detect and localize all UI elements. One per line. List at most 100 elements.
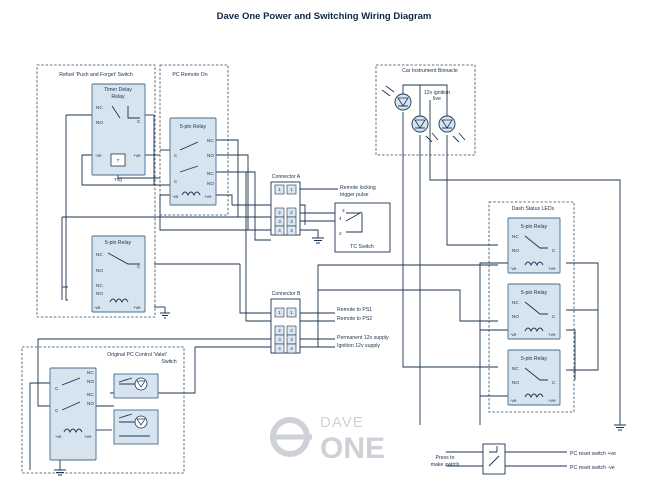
dash-relay-2: 5-pin Relay NC NO C -ve +ve — [507, 283, 561, 340]
refuel-switch-label: Refuel 'Push and Forget' Switch — [59, 72, 133, 78]
ground-symbol — [614, 424, 626, 431]
remote-ps1-label: Remote to PS1 — [337, 307, 372, 313]
connector-a-pin-3l: 3 — [278, 219, 281, 224]
binnacle-group — [375, 64, 476, 156]
pc-reset-neg-label: PC reset switch -ve — [570, 465, 615, 471]
relay-pos: +ve — [548, 332, 556, 337]
ground-symbol — [54, 469, 66, 476]
timer-relay-no: NO — [96, 120, 103, 125]
timer-relay-title-2: Relay — [111, 94, 125, 100]
connector-a-title: Connector A — [272, 174, 301, 180]
timer-relay-title-1: Timer Delay — [104, 87, 132, 93]
connector-a-pin-2l: 2 — [278, 210, 281, 215]
relay-title: 5-pin Relay — [521, 224, 548, 230]
relay-no-2: NO — [207, 181, 214, 186]
press-switch-label-1: Press to — [435, 455, 454, 461]
ignition-supply-label: Ignition 12v supply — [337, 343, 380, 349]
connector-a-pin-3r: 3 — [290, 219, 293, 224]
connector-a: Connector A 1 1 2 2 3 3 4 4 — [270, 174, 301, 236]
connector-b-pin-2r: 2 — [290, 328, 293, 333]
connector-b-pin-3r: 3 — [290, 337, 293, 342]
relay-c: C — [552, 380, 556, 385]
connector-a-pin-1r: 1 — [290, 187, 293, 192]
ground-symbol — [312, 237, 324, 244]
connector-a-pin-4r: 4 — [290, 228, 293, 233]
tc-switch-label: TC Switch — [350, 244, 374, 250]
timer-relay-c: C — [137, 119, 141, 124]
relay-nc-2: NC — [96, 283, 103, 288]
tc-pin-3: 3 — [342, 208, 345, 213]
ground-symbol — [160, 307, 170, 319]
relay-neg: -ve — [510, 398, 517, 403]
relay-no: NO — [512, 380, 519, 385]
binnacle-ignition-label-1: 12v ignition — [424, 90, 450, 96]
relay-nc: NC — [512, 300, 519, 305]
valet-switch-label-1: Original PC Control 'Valet' — [107, 352, 167, 358]
valet-relay: NC NO C NC C NO -ve +ve — [49, 367, 97, 461]
remote-ps2-label: Remote to PS2 — [337, 316, 372, 322]
connector-b-title: Connector B — [272, 291, 301, 297]
relay-no: NO — [207, 153, 214, 158]
binnacle-ignition-label-2: live — [433, 96, 441, 102]
relay-refuel: 5-pin Relay NC NO C NC NO -ve +ve — [91, 235, 146, 313]
relay-neg: -ve — [55, 434, 62, 439]
connector-b-pin-3l: 3 — [278, 337, 281, 342]
tc-switch: 3 4 2 TC Switch — [334, 202, 391, 253]
relay-neg: -ve — [510, 332, 517, 337]
connector-b-pin-1r: 1 — [290, 310, 293, 315]
relay-no-2: NO — [87, 401, 94, 406]
timer-relay-t: T — [117, 158, 120, 163]
relay-pos: +ve — [548, 266, 556, 271]
relay-pos: +ve — [548, 398, 556, 403]
relay-pos: +ve — [204, 194, 212, 199]
relay-neg: -ve — [172, 194, 179, 199]
relay-no-2: NO — [96, 291, 103, 296]
relay-title: 5-pin Relay — [521, 356, 548, 362]
dash-leds-group — [488, 201, 575, 413]
relay-nc: NC — [87, 370, 94, 375]
relay-title: 5-pin Relay — [521, 290, 548, 296]
relay-nc-2: NC — [207, 171, 214, 176]
logo-word-1: DAVE — [320, 414, 364, 431]
relay-c: C — [552, 314, 556, 319]
binnacle-label: Car Instrument Binnacle — [402, 68, 458, 74]
relay-c: C — [137, 264, 141, 269]
relay-c-2: C — [174, 179, 178, 184]
diagram-title: Dave One Power and Switching Wiring Diag… — [217, 11, 432, 22]
relay-c: C — [55, 386, 59, 391]
valet-led-2 — [113, 409, 159, 445]
relay-nc-2: NC — [87, 392, 94, 397]
pc-reset-pos-label: PC reset switch +ve — [570, 451, 616, 457]
connector-b-pin-4l: 4 — [278, 346, 281, 351]
logo-word-2: ONE — [320, 432, 385, 465]
connector-a-pin-1l: 1 — [278, 187, 281, 192]
pc-remote-on-label: PC Remote On — [172, 72, 207, 78]
dave-one-logo: DAVE ONE — [270, 414, 385, 465]
press-switch-label-2: make switch — [431, 462, 460, 468]
timer-relay-pos: +ve — [133, 153, 141, 158]
dash-relay-1: 5-pin Relay NC NO C -ve +ve — [507, 217, 561, 274]
connector-b: Connector B 1 1 2 2 3 3 4 4 — [270, 291, 301, 354]
binnacle-leds — [381, 84, 466, 143]
relay-pos: +ve — [133, 305, 141, 310]
relay-neg: -ve — [94, 305, 101, 310]
connector-b-pin-1l: 1 — [278, 310, 281, 315]
relay-c: C — [552, 248, 556, 253]
timer-relay-trig: Trig — [114, 177, 122, 182]
relay-no: NO — [512, 314, 519, 319]
relay-c: C — [174, 153, 178, 158]
valet-led-1 — [113, 373, 159, 399]
permanent-supply-label: Permanent 12v supply — [337, 335, 389, 341]
remote-locking-label-2: trigger pulse — [340, 192, 369, 198]
valet-switch-group — [21, 346, 185, 474]
connector-a-pin-4l: 4 — [278, 228, 281, 233]
relay-nc: NC — [512, 366, 519, 371]
connector-a-pin-2r: 2 — [290, 210, 293, 215]
dash-leds-label: Dash Status LEDs — [512, 206, 555, 212]
relay-no: NO — [512, 248, 519, 253]
timer-relay-nc: NC — [96, 105, 103, 110]
relay-no: NO — [87, 379, 94, 384]
timer-relay-neg: -ve — [95, 153, 102, 158]
relay-nc: NC — [207, 138, 214, 143]
